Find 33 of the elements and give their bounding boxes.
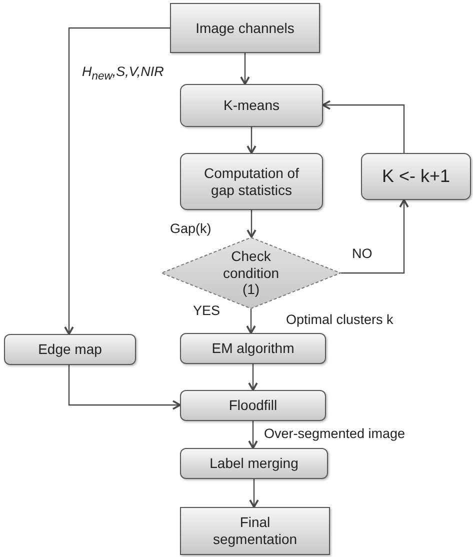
process-box	[180, 153, 323, 210]
step-label: K-means	[223, 97, 280, 114]
step-label: Floodfill	[228, 397, 278, 414]
arrow	[341, 199, 409, 274]
annotation-label: Optimal clusters k	[284, 311, 396, 328]
step-label: Label merging	[210, 455, 298, 472]
process-box	[4, 334, 136, 365]
arrow	[246, 210, 256, 238]
process-box	[180, 84, 323, 127]
step-label: Image channels	[196, 20, 294, 36]
process-box	[180, 333, 326, 364]
arrow	[68, 365, 181, 410]
process-box	[180, 448, 328, 479]
arrow	[240, 53, 250, 85]
arrow	[322, 100, 405, 153]
arrow	[246, 309, 256, 334]
arrow	[246, 127, 256, 154]
edge-label: Over-segmented image	[262, 425, 408, 442]
process-box	[180, 507, 330, 555]
process-box	[170, 3, 320, 53]
step-label: Check condition (1)	[222, 248, 280, 298]
step-label: Final segmentation	[212, 514, 298, 548]
arrow	[248, 364, 258, 391]
arrow	[249, 479, 259, 508]
step-label: Computation of gap statistics	[203, 164, 300, 198]
process-box	[361, 153, 471, 200]
step-label: Edge map	[38, 341, 102, 358]
arrow	[64, 27, 170, 335]
step-label: EM algorithm	[212, 340, 294, 357]
step-label: K <- k+1	[382, 166, 450, 188]
arrow	[248, 421, 258, 449]
process-box	[180, 390, 326, 421]
edge-label: Gap(k)	[168, 220, 214, 237]
